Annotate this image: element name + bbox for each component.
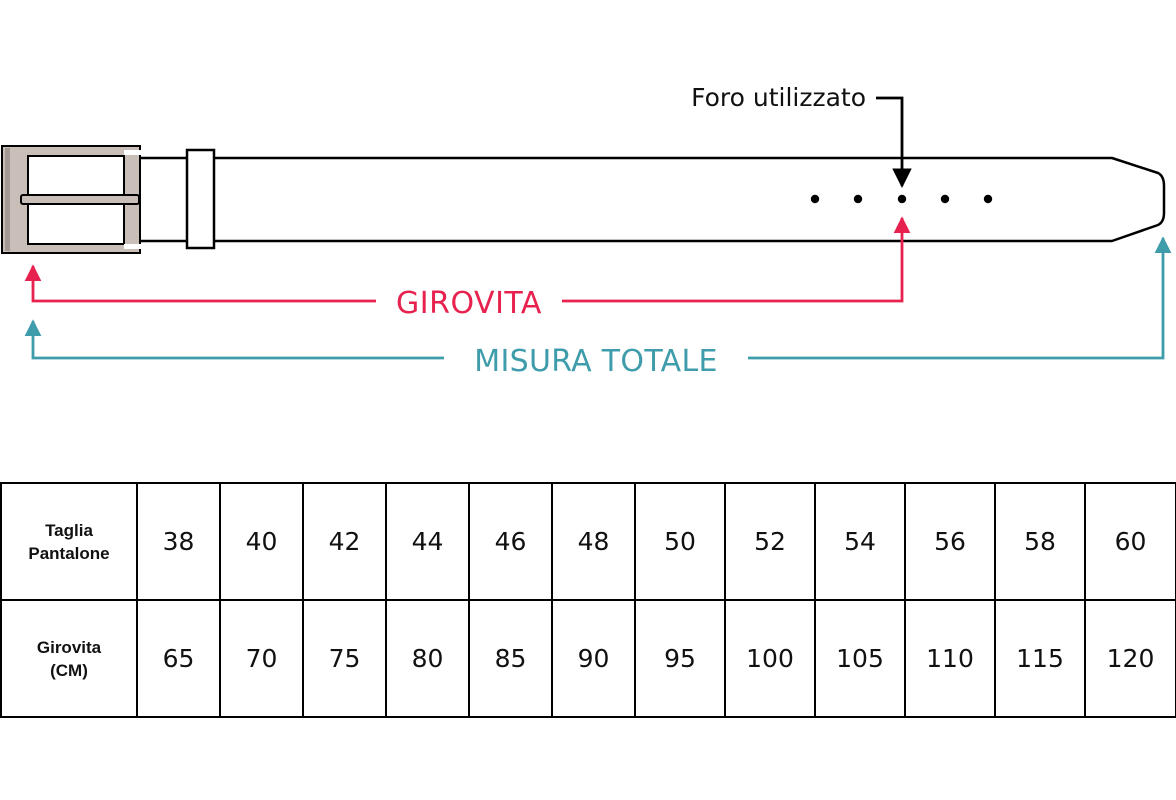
- total-dimension: MISURA TOTALE: [24, 236, 1172, 379]
- size-table: Taglia Pantalone 38 40 42 44 46 48 50 52…: [0, 482, 1176, 718]
- belt-hole: [853, 194, 863, 204]
- belt-holes: [810, 194, 993, 204]
- table-cell: 115: [994, 599, 1086, 718]
- belt-diagram: Foro utilizzato GIROVITA MISURA TOTALE: [1, 83, 1172, 379]
- table-cell: 54: [814, 482, 906, 601]
- table-cell: 40: [219, 482, 304, 601]
- hole-used-label: Foro utilizzato: [691, 83, 866, 112]
- belt-hole: [940, 194, 950, 204]
- table-cell: 52: [724, 482, 816, 601]
- belt-loop: [185, 148, 216, 250]
- table-cell: 38: [136, 482, 221, 601]
- table-cell: 48: [551, 482, 636, 601]
- waist-label: GIROVITA: [396, 286, 542, 321]
- trouser-size-header: Taglia Pantalone: [0, 482, 138, 601]
- belt-hole: [983, 194, 993, 204]
- table-cell: 46: [468, 482, 553, 601]
- waist-dimension: GIROVITA: [24, 216, 911, 321]
- trouser-size-row: Taglia Pantalone 38 40 42 44 46 48 50 52…: [0, 482, 1176, 601]
- hole-used-arrow: [876, 96, 912, 188]
- belt-hole-used: [897, 194, 907, 204]
- table-cell: 60: [1084, 482, 1176, 601]
- buckle-icon: [1, 145, 141, 254]
- table-cell: 44: [385, 482, 470, 601]
- waist-cm-header: Girovita (CM): [0, 599, 138, 718]
- table-cell: 65: [136, 599, 221, 718]
- table-cell: 105: [814, 599, 906, 718]
- belt-hole: [810, 194, 820, 204]
- table-cell: 80: [385, 599, 470, 718]
- table-cell: 120: [1084, 599, 1176, 718]
- table-cell: 110: [904, 599, 996, 718]
- table-cell: 58: [994, 482, 1086, 601]
- table-cell: 42: [302, 482, 387, 601]
- belt-strap: [140, 156, 1166, 243]
- table-cell: 50: [634, 482, 726, 601]
- table-cell: 75: [302, 599, 387, 718]
- table-cell: 100: [724, 599, 816, 718]
- waist-cm-row: Girovita (CM) 65 70 75 80 85 90 95 100 1…: [0, 599, 1176, 718]
- total-label: MISURA TOTALE: [474, 344, 717, 379]
- table-cell: 85: [468, 599, 553, 718]
- table-cell: 56: [904, 482, 996, 601]
- table-cell: 70: [219, 599, 304, 718]
- table-cell: 95: [634, 599, 726, 718]
- table-cell: 90: [551, 599, 636, 718]
